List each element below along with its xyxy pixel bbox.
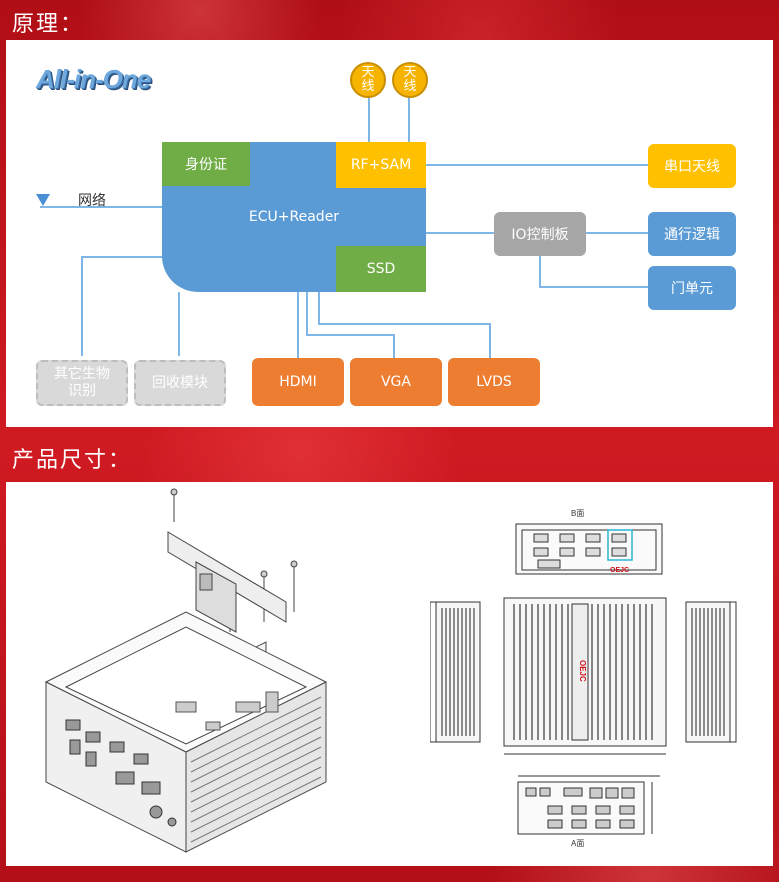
antenna-line-1	[368, 96, 370, 142]
bio-line-h	[81, 256, 163, 258]
vga-line-v2	[306, 334, 394, 336]
door-unit-block: 门单元	[648, 266, 736, 310]
network-arrow-icon	[36, 194, 50, 206]
brand-logo-b: OEJC	[610, 567, 629, 574]
ssd-block: SSD	[336, 246, 426, 292]
io-door-line-h	[539, 286, 648, 288]
serial-antenna-label: 串口天线	[664, 159, 720, 175]
io-logic-line	[586, 232, 648, 234]
view-b-drawing: OEJC	[515, 523, 663, 575]
hdmi-label: HDMI	[279, 374, 317, 390]
io-board-block: IO控制板	[494, 212, 586, 256]
brand-logo-front: OEJC	[578, 660, 587, 682]
recycle-line	[178, 292, 180, 356]
lvds-line-v2	[489, 323, 491, 359]
other-biometric-label: 其它生物 识别	[54, 366, 110, 399]
view-b-label: B面	[571, 509, 585, 518]
dimensions-title: 产品尺寸：	[12, 448, 133, 473]
dimensions-drawing-panel: B面 OEJC	[6, 482, 773, 866]
vga-line-v	[306, 290, 308, 336]
io-board-line	[426, 232, 494, 234]
antenna-1: 天 线	[350, 62, 386, 98]
side-view-right	[685, 601, 737, 743]
id-card-label: 身份证	[185, 157, 227, 173]
serial-antenna-block: 串口天线	[648, 144, 736, 188]
door-unit-label: 门单元	[671, 281, 713, 297]
principle-title: 原理：	[12, 12, 85, 37]
antenna-label: 天 线	[361, 65, 375, 94]
vga-line-v3	[393, 334, 395, 358]
view-a-drawing	[517, 775, 660, 835]
bio-line-v	[81, 256, 83, 356]
lvds-block: LVDS	[448, 358, 540, 406]
antenna-2: 天 线	[392, 62, 428, 98]
io-door-line-v	[539, 256, 541, 286]
vga-block: VGA	[350, 358, 442, 406]
io-board-label: IO控制板	[511, 227, 569, 243]
lvds-line-h	[318, 323, 490, 325]
side-view-left	[430, 601, 481, 743]
serial-antenna-line	[426, 164, 648, 166]
lvds-label: LVDS	[476, 374, 512, 390]
rf-sam-label: RF+SAM	[350, 157, 412, 173]
antenna-line-2	[408, 96, 410, 142]
ecu-reader-label: ECU+Reader	[248, 209, 340, 225]
access-logic-label: 通行逻辑	[664, 227, 720, 243]
rf-sam-block: RF+SAM	[336, 142, 426, 188]
recycle-module-label: 回收模块	[152, 374, 208, 391]
id-card-block: 身份证	[162, 142, 250, 186]
hdmi-line	[297, 290, 299, 358]
network-line	[40, 206, 162, 208]
network-label: 网络	[78, 193, 106, 209]
other-biometric-block: 其它生物 识别	[36, 360, 128, 406]
front-view-main: OEJC	[503, 597, 667, 755]
hdmi-block: HDMI	[252, 358, 344, 406]
access-logic-block: 通行逻辑	[648, 212, 736, 256]
architecture-diagram-panel: All-in-One 网络 天 线 天 线 ECU+Reader 身份证 RF+…	[6, 40, 773, 427]
antenna-label: 天 线	[403, 65, 417, 94]
view-a-label: A面	[571, 839, 585, 848]
ssd-label: SSD	[366, 261, 396, 277]
recycle-module-block: 回收模块	[134, 360, 226, 406]
exploded-isometric-drawing	[44, 488, 328, 853]
lvds-line-v	[318, 290, 320, 324]
vga-label: VGA	[380, 374, 411, 390]
all-in-one-logo: All-in-One	[36, 64, 151, 94]
